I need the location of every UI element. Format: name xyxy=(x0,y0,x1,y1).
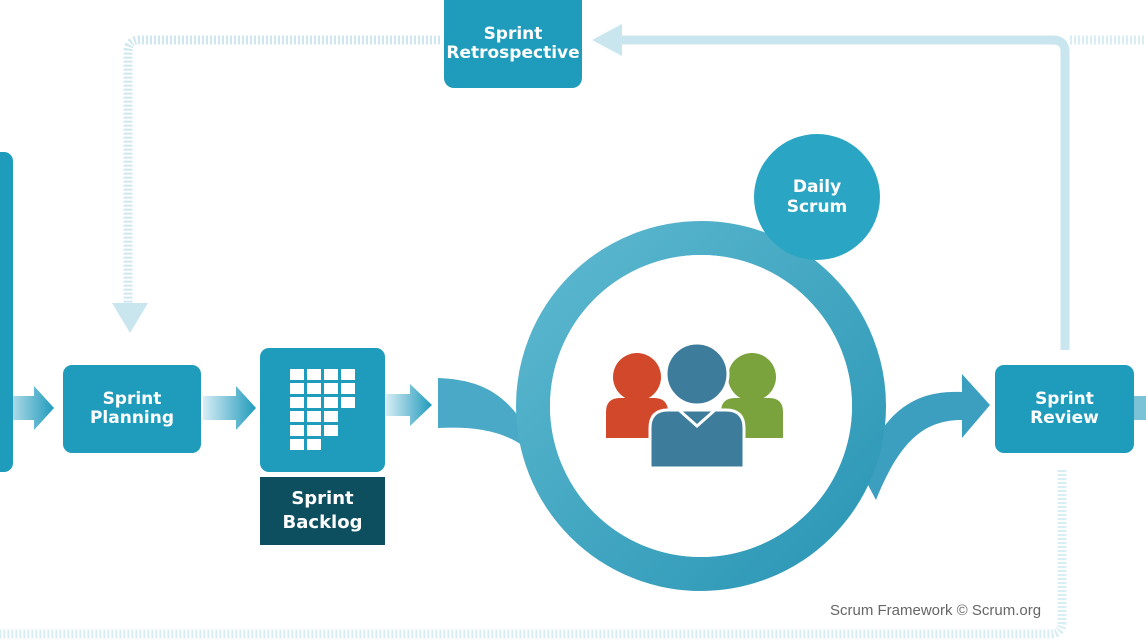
sprint-planning-line2: Planning xyxy=(89,408,175,428)
daily-scrum-line2: Scrum xyxy=(786,197,848,217)
team-people-icon xyxy=(606,341,783,470)
sprint-backlog-line2: Backlog xyxy=(282,512,363,533)
arrow-backlog-to-sprint xyxy=(386,384,432,426)
sprint-backlog-card xyxy=(260,348,385,472)
sprint-review-line2: Review xyxy=(1030,408,1099,428)
product-backlog-edge xyxy=(0,152,13,472)
increment-loop xyxy=(0,470,1067,639)
sprint-backlog-label: Sprint Backlog xyxy=(260,477,385,545)
sprint-retrospective-node: Sprint Retrospective xyxy=(444,0,582,88)
retro-feedback-loop xyxy=(123,35,440,305)
sprint-planning-line1: Sprint xyxy=(102,389,162,409)
sprint-retrospective-line1: Sprint xyxy=(483,24,543,44)
arrow-planning-to-backlog xyxy=(203,386,256,430)
retro-arrowhead xyxy=(592,24,622,56)
planning-arrowhead xyxy=(112,303,148,333)
sweep-into-sprint xyxy=(438,378,565,505)
copyright-text: Scrum Framework © Scrum.org xyxy=(830,602,1042,619)
sweep-out-of-sprint xyxy=(860,374,990,500)
sprint-retrospective-line2: Retrospective xyxy=(446,43,580,63)
arrow-backlog-to-planning xyxy=(0,386,54,430)
sprint-backlog-line1: Sprint xyxy=(291,488,354,509)
daily-scrum-node: Daily Scrum xyxy=(754,134,880,260)
sprint-ring xyxy=(516,221,886,591)
review-to-retro-loop xyxy=(620,35,1070,350)
sprint-review-line1: Sprint xyxy=(1035,389,1094,409)
sprint-planning-node: Sprint Planning xyxy=(63,365,201,453)
backlog-grid-icon xyxy=(289,369,355,450)
daily-scrum-line1: Daily xyxy=(792,177,842,197)
sprint-review-node: Sprint Review xyxy=(995,365,1134,453)
